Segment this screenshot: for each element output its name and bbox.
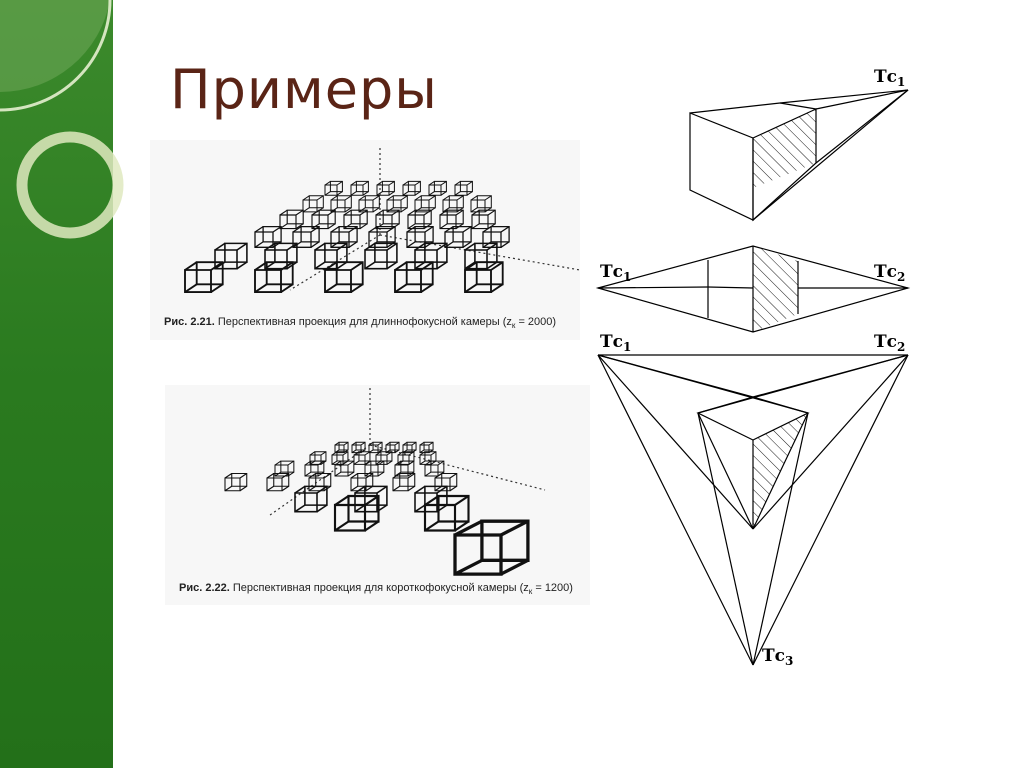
cube-62 bbox=[294, 485, 328, 513]
cube-43 bbox=[419, 441, 434, 454]
cube-33 bbox=[184, 261, 224, 294]
vp1-label-top: Тс1 bbox=[874, 67, 905, 89]
cube-51 bbox=[304, 460, 325, 477]
cube-46 bbox=[353, 451, 371, 465]
cube-12 bbox=[470, 195, 492, 213]
cube-4 bbox=[428, 180, 447, 196]
cube-44 bbox=[309, 451, 327, 465]
cube-36 bbox=[394, 261, 434, 294]
cube-32 bbox=[464, 242, 498, 270]
cube-8 bbox=[358, 195, 380, 213]
figure-short-focus: Рис. 2.22. Перспективная проекция для ко… bbox=[165, 385, 590, 605]
cube-41 bbox=[385, 441, 400, 454]
cube-52 bbox=[334, 460, 355, 477]
cube-65 bbox=[333, 494, 380, 532]
cube-39 bbox=[351, 441, 366, 454]
cube-56 bbox=[224, 472, 248, 492]
cube-13 bbox=[279, 209, 304, 230]
cube-5 bbox=[454, 180, 473, 196]
slide-title: Примеры bbox=[170, 58, 438, 121]
vanishing-point-diagram: Тс1 Тс1 Тс2 Тс1 Тс2 Тс3 bbox=[595, 67, 911, 668]
cube-2 bbox=[376, 180, 395, 196]
cube-19 bbox=[471, 209, 496, 230]
cube-6 bbox=[302, 195, 324, 213]
cube-22 bbox=[330, 225, 358, 248]
cube-1 bbox=[350, 180, 369, 196]
decorative-side-band bbox=[0, 0, 113, 768]
vp1-label-bottom: Тс1 bbox=[600, 332, 631, 354]
cube-37 bbox=[464, 261, 504, 294]
axes-dotted bbox=[269, 385, 546, 516]
vp2-label-middle: Тс2 bbox=[874, 262, 905, 284]
cube-large bbox=[453, 519, 530, 576]
vp3-label-bottom: Тс3 bbox=[762, 646, 793, 668]
cube-38 bbox=[334, 441, 349, 454]
cube-20 bbox=[254, 225, 282, 248]
cube-17 bbox=[407, 209, 432, 230]
cube-63 bbox=[354, 485, 388, 513]
short-focus-cube-grid bbox=[224, 385, 546, 576]
vp1-label-middle: Тс1 bbox=[600, 262, 631, 284]
cube-0 bbox=[324, 180, 343, 196]
long-focus-cube-grid bbox=[184, 145, 580, 294]
cube-66 bbox=[423, 494, 470, 532]
cube-60 bbox=[392, 472, 416, 492]
axes-dotted bbox=[289, 145, 580, 291]
cube-3 bbox=[402, 180, 421, 196]
cube-10 bbox=[414, 195, 436, 213]
cube-30 bbox=[364, 242, 398, 270]
one-point-perspective bbox=[689, 89, 909, 222]
cube-24 bbox=[406, 225, 434, 248]
cube-25 bbox=[444, 225, 472, 248]
cube-34 bbox=[254, 261, 294, 294]
cube-64 bbox=[414, 485, 448, 513]
cube-11 bbox=[442, 195, 464, 213]
cube-7 bbox=[330, 195, 352, 213]
decorative-circles bbox=[0, 0, 124, 239]
cube-53 bbox=[364, 460, 385, 477]
three-point-perspective bbox=[597, 354, 909, 666]
figure-caption-2-21: Рис. 2.21. Перспективная проекция для дл… bbox=[164, 316, 557, 331]
two-point-perspective bbox=[595, 245, 911, 333]
cube-9 bbox=[386, 195, 408, 213]
cube-42 bbox=[402, 441, 417, 454]
figure-long-focus: Рис. 2.21. Перспективная проекция для дл… bbox=[150, 140, 580, 340]
cube-45 bbox=[331, 451, 349, 465]
vp2-label-bottom: Тс2 bbox=[874, 332, 905, 354]
cube-57 bbox=[266, 472, 290, 492]
cube-35 bbox=[324, 261, 364, 294]
figure-caption-2-22: Рис. 2.22. Перспективная проекция для ко… bbox=[179, 582, 573, 597]
cube-61 bbox=[434, 472, 458, 492]
cube-14 bbox=[311, 209, 336, 230]
cube-15 bbox=[343, 209, 368, 230]
cube-18 bbox=[439, 209, 464, 230]
cube-31 bbox=[414, 242, 448, 270]
